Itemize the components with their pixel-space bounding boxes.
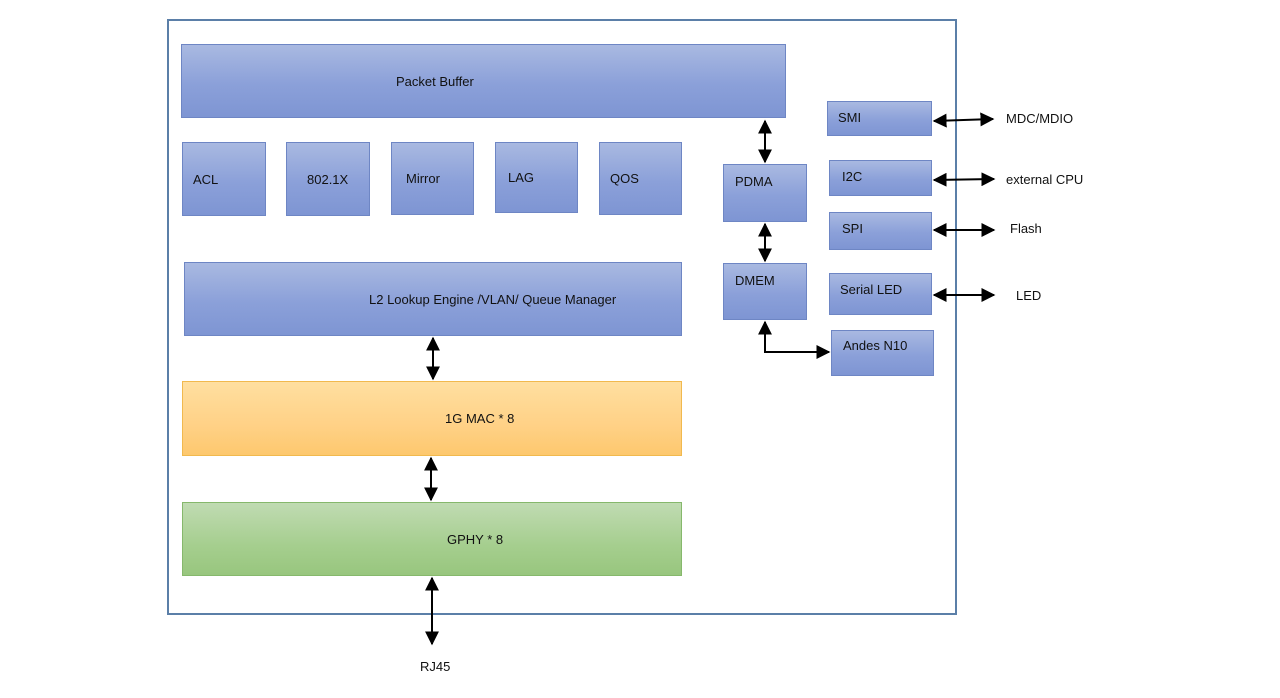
qos-label: QOS: [610, 171, 639, 186]
gphy-block: GPHY * 8: [182, 502, 682, 576]
smi-block: SMI: [827, 101, 932, 136]
serial-led-label: Serial LED: [840, 282, 903, 297]
pdma-block: PDMA: [723, 164, 807, 222]
dot1x-block: 802.1X: [286, 142, 370, 216]
andes-n10-block: Andes N10: [831, 330, 934, 376]
led-label: LED: [1016, 288, 1042, 303]
dmem-block: DMEM: [723, 263, 807, 320]
i2c-block: I2C: [829, 160, 932, 196]
packet-buffer-block: Packet Buffer: [181, 44, 786, 118]
mirror-block: Mirror: [391, 142, 474, 215]
dot1x-label: 802.1X: [307, 171, 349, 187]
rj45-label: RJ45: [420, 659, 451, 674]
mac-label: 1G MAC * 8: [445, 411, 515, 426]
spi-label: SPI: [842, 221, 863, 236]
serial-led-block: Serial LED: [829, 273, 932, 315]
i2c-label: I2C: [842, 169, 863, 184]
external-cpu-label: external CPU: [1006, 172, 1084, 187]
packet-buffer-label: Packet Buffer: [396, 73, 474, 89]
chip-boundary: [167, 19, 957, 615]
l2-lookup-engine-block: L2 Lookup Engine /VLAN/ Queue Manager: [184, 262, 682, 336]
smi-label: SMI: [838, 110, 862, 125]
dmem-label: DMEM: [735, 273, 775, 288]
flash-label: Flash: [1010, 221, 1042, 236]
andes-n10-label: Andes N10: [843, 338, 908, 353]
spi-block: SPI: [829, 212, 932, 250]
acl-block: ACL: [182, 142, 266, 216]
gphy-label: GPHY * 8: [447, 531, 504, 547]
l2-lookup-engine-label: L2 Lookup Engine /VLAN/ Queue Manager: [369, 291, 617, 307]
pdma-label: PDMA: [735, 174, 773, 189]
lag-block: LAG: [495, 142, 578, 213]
acl-label: ACL: [193, 171, 219, 187]
lag-label: LAG: [508, 170, 535, 185]
mdc-mdio-label: MDC/MDIO: [1006, 111, 1074, 126]
qos-block: QOS: [599, 142, 682, 215]
mirror-label: Mirror: [406, 171, 440, 186]
mac-block: 1G MAC * 8: [182, 381, 682, 456]
